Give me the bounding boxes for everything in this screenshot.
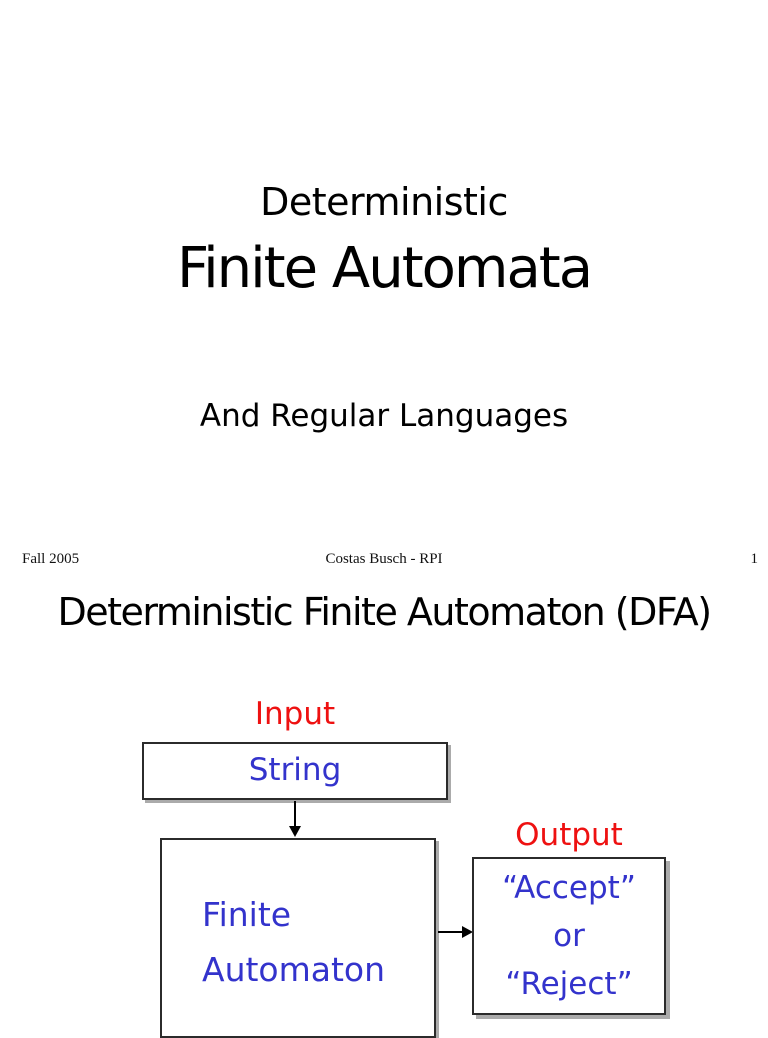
arrow-string-to-automaton-head — [289, 826, 301, 837]
footer-author: Costas Busch - RPI — [325, 551, 443, 567]
string-box-label: String — [248, 752, 342, 788]
input-label: Input — [254, 696, 336, 732]
output-accept-label: “Accept” — [502, 870, 636, 906]
footer-semester: Fall 2005 — [22, 551, 80, 567]
footer-page-number: 1 — [750, 551, 759, 567]
output-reject-label: “Reject” — [505, 966, 633, 1002]
finite-automaton-box: Finite Automaton — [160, 838, 436, 1038]
output-box: “Accept” or “Reject” — [472, 857, 666, 1015]
slide1-title-line2: Finite Automata — [176, 236, 593, 301]
finite-automaton-label-line1: Finite — [202, 895, 292, 934]
slide1-footer: Fall 2005 Costas Busch - RPI 1 — [0, 551, 768, 573]
output-or-label: or — [553, 918, 585, 954]
output-label: Output — [515, 817, 623, 853]
string-box: String — [142, 742, 448, 800]
arrow-string-to-automaton-line — [294, 801, 296, 827]
arrow-automaton-to-output-line — [438, 931, 464, 933]
slide1-title-line1: Deterministic — [260, 180, 508, 224]
arrow-automaton-to-output-head — [462, 926, 473, 938]
slide1-subtitle: And Regular Languages — [199, 398, 569, 434]
finite-automaton-label-line2: Automaton — [202, 950, 386, 989]
slide2-title: Deterministic Finite Automaton (DFA) — [57, 590, 712, 634]
